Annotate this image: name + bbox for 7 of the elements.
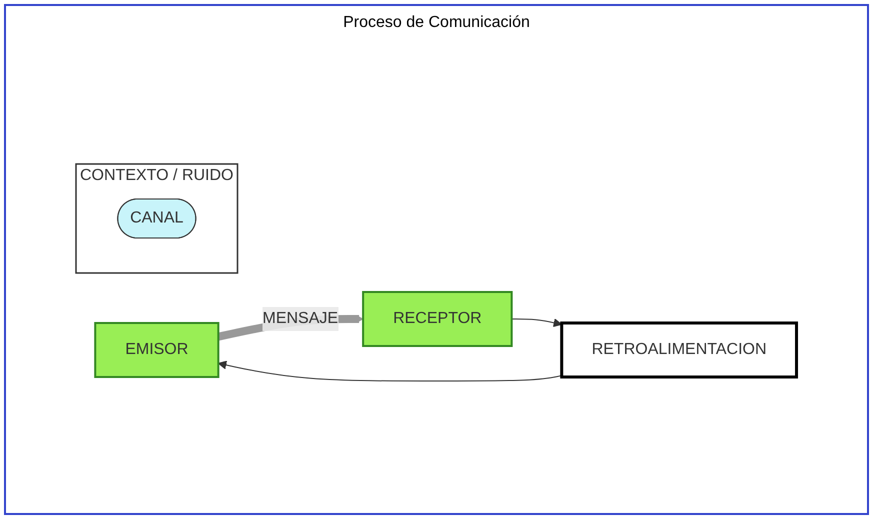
arrow: [511, 318, 562, 328]
node-box: EMISOR: [94, 322, 220, 378]
arrow: [218, 360, 562, 382]
node-box: RECEPTOR: [362, 291, 513, 347]
diagram-title: Proceso de Comunicación: [343, 14, 530, 32]
edge-label: MENSAJE: [262, 310, 338, 327]
node-box: RETROALIMENTACION: [560, 322, 798, 378]
